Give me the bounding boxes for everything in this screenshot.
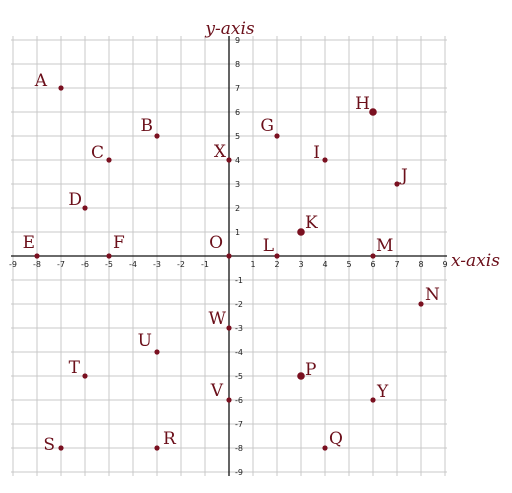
- point-label-y: Y: [376, 382, 389, 402]
- point-label-t: T: [69, 358, 81, 378]
- x-tick-label: 5: [346, 260, 351, 269]
- y-tick-label: -3: [235, 324, 243, 333]
- point-i: [322, 157, 328, 163]
- point-label-j: J: [399, 166, 408, 186]
- x-tick-label: 2: [274, 260, 279, 269]
- x-tick-label: -5: [105, 260, 113, 269]
- x-tick-label: 4: [322, 260, 327, 269]
- y-tick-label: -8: [235, 444, 243, 453]
- x-tick-label: -6: [81, 260, 89, 269]
- point-k: [297, 228, 305, 236]
- point-l: [274, 253, 280, 259]
- point-label-e: E: [23, 233, 35, 253]
- y-tick-label: -1: [235, 276, 243, 285]
- x-axis-title: x-axis: [451, 251, 500, 271]
- y-tick-label: -5: [235, 372, 243, 381]
- y-tick-label: 1: [235, 228, 240, 237]
- point-j: [394, 181, 400, 187]
- y-axis-title: y-axis: [204, 19, 255, 39]
- point-w: [226, 325, 232, 331]
- x-tick-label: -1: [201, 260, 209, 269]
- point-c: [106, 157, 112, 163]
- point-d: [82, 205, 88, 211]
- point-f: [106, 253, 112, 259]
- point-v: [226, 397, 232, 403]
- points: A B C D E F G H I J K L M N O P Q R S T U V W X Y: [23, 71, 440, 455]
- point-label-b: B: [141, 116, 154, 136]
- point-r: [154, 445, 160, 451]
- point-m: [370, 253, 376, 259]
- point-p: [297, 372, 305, 380]
- point-t: [82, 373, 88, 379]
- y-tick-label: 2: [235, 204, 240, 213]
- point-label-g: G: [260, 116, 274, 136]
- y-tick-label: 7: [235, 84, 240, 93]
- y-tick-label: -7: [235, 420, 243, 429]
- point-s: [58, 445, 64, 451]
- x-tick-label: -8: [33, 260, 41, 269]
- x-tick-label: 9: [442, 260, 447, 269]
- point-label-i: I: [313, 143, 320, 163]
- x-tick-label: -4: [129, 260, 137, 269]
- point-label-v: V: [210, 381, 224, 401]
- point-g: [274, 133, 280, 139]
- point-label-o: O: [209, 233, 223, 253]
- x-tick-label: -7: [57, 260, 65, 269]
- point-e: [34, 253, 40, 259]
- y-tick-label: 6: [235, 108, 240, 117]
- point-o: [226, 253, 232, 259]
- point-a: [58, 85, 64, 91]
- y-tick-label: -6: [235, 396, 243, 405]
- x-tick-label: 3: [298, 260, 303, 269]
- y-tick-label: 8: [235, 60, 240, 69]
- point-label-c: C: [91, 143, 104, 163]
- x-tick-label: -3: [153, 260, 161, 269]
- y-tick-label: -9: [235, 468, 243, 477]
- point-label-x: X: [214, 142, 227, 162]
- point-label-m: M: [376, 236, 393, 256]
- y-tick-label: -2: [235, 300, 243, 309]
- point-label-r: R: [163, 429, 177, 449]
- y-tick-label: -4: [235, 348, 243, 357]
- point-label-h: H: [355, 94, 370, 114]
- point-n: [418, 301, 424, 307]
- point-label-n: N: [425, 285, 440, 305]
- point-label-q: Q: [329, 429, 343, 449]
- x-tick-label: -2: [177, 260, 185, 269]
- point-label-k: K: [305, 213, 318, 233]
- point-u: [154, 349, 160, 355]
- point-h: [369, 108, 377, 116]
- point-x: [226, 157, 232, 163]
- point-b: [154, 133, 160, 139]
- x-tick-label: 8: [418, 260, 423, 269]
- point-label-s: S: [43, 435, 55, 455]
- y-tick-label: 3: [235, 180, 240, 189]
- point-q: [322, 445, 328, 451]
- x-tick-label: 1: [250, 260, 255, 269]
- point-label-p: P: [305, 360, 316, 380]
- point-label-u: U: [138, 331, 152, 351]
- x-tick-label: 6: [370, 260, 375, 269]
- y-tick-label: 9: [235, 36, 240, 45]
- tick-labels: -9 -8 -7 -6 -5 -4 -3 -2 -1 1 2 3 4 5 6 7 8 9 9 8 7 6 5 4 3 2 1 -1 -2…: [9, 36, 448, 477]
- point-label-f: F: [113, 233, 125, 253]
- point-label-w: W: [209, 309, 227, 329]
- point-label-d: D: [68, 190, 82, 210]
- point-label-l: L: [263, 236, 274, 256]
- x-tick-label: 7: [394, 260, 399, 269]
- y-tick-label: 5: [235, 132, 240, 141]
- point-y: [370, 397, 376, 403]
- x-tick-label: -9: [9, 260, 17, 269]
- point-label-a: A: [34, 71, 48, 91]
- y-tick-label: 4: [235, 156, 240, 165]
